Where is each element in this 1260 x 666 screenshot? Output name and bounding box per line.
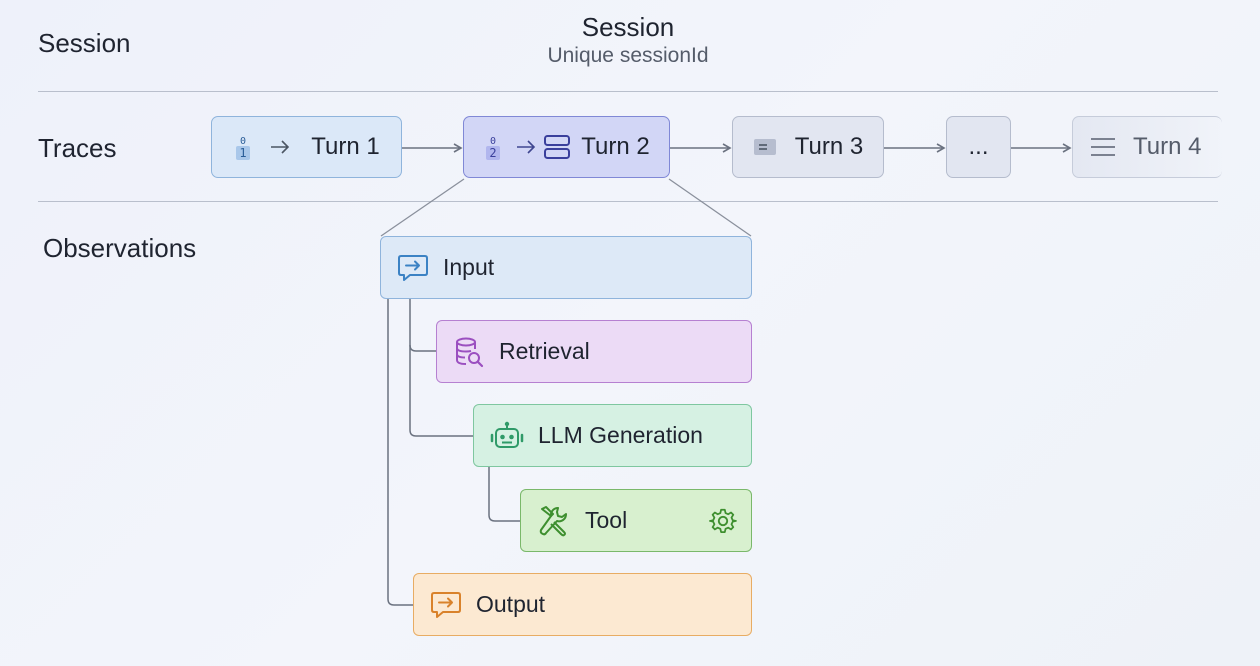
input-label: Input <box>443 254 495 280</box>
arrow-right-icon <box>269 139 291 155</box>
database-search-icon <box>453 336 485 368</box>
divider-top <box>38 91 1218 92</box>
turn-3-label: Turn 3 <box>794 133 864 160</box>
retrieval-label: Retrieval <box>499 338 590 364</box>
turn-2-label: Turn 2 <box>581 133 650 160</box>
trace-turn-4[interactable]: Turn 4 <box>1072 116 1222 178</box>
observation-llm-generation[interactable]: LLM Generation <box>473 404 752 467</box>
output-label: Output <box>476 591 546 617</box>
tree-input-retrieval <box>409 298 436 352</box>
divider-bottom <box>38 201 1218 202</box>
zoom-lines <box>380 178 752 237</box>
observation-output[interactable]: Output <box>413 573 752 636</box>
observation-retrieval[interactable]: Retrieval <box>436 320 752 383</box>
trace-turn-ellipsis[interactable]: ... <box>946 116 1011 178</box>
session-subtitle: Unique sessionId <box>547 44 709 67</box>
observations-row-label: Observations <box>43 233 197 263</box>
observation-input[interactable]: Input <box>380 236 752 299</box>
chat-arrow-icon <box>397 253 429 283</box>
numbered-list-icon: 0 2 <box>483 132 509 162</box>
trace-turn-1[interactable]: 0 1 Turn 1 <box>211 116 402 178</box>
gear-icon <box>709 507 737 535</box>
llm-generation-label: LLM Generation <box>538 422 703 448</box>
robot-icon <box>490 420 524 452</box>
menu-lines-icon <box>1089 136 1117 158</box>
session-title: Session <box>581 12 675 42</box>
ellipsis-label: ... <box>968 133 989 160</box>
tree-lines <box>387 298 520 606</box>
tool-label: Tool <box>585 507 628 533</box>
wrench-screwdriver-icon <box>537 504 571 538</box>
svg-text:0: 0 <box>490 136 496 147</box>
chat-arrow-icon <box>430 590 462 620</box>
tree-llm-tool <box>488 467 520 522</box>
turn-4-label: Turn 4 <box>1133 133 1202 160</box>
svg-text:2: 2 <box>490 146 497 160</box>
observation-tool[interactable]: Tool <box>520 489 752 552</box>
svg-text:1: 1 <box>240 146 247 160</box>
tree-input-llm <box>409 345 473 437</box>
numbered-list-icon: 0 1 <box>233 132 259 162</box>
traces-row-label: Traces <box>38 133 117 163</box>
arrow-right-icon <box>515 139 537 155</box>
stacked-layers-icon <box>543 134 571 160</box>
text-block-icon <box>753 138 777 156</box>
trace-turn-2[interactable]: 0 2 Turn 2 <box>463 116 670 178</box>
session-row-label: Session <box>38 28 131 58</box>
svg-text:0: 0 <box>240 136 246 147</box>
tree-input-output <box>387 298 413 606</box>
trace-turn-3[interactable]: Turn 3 <box>732 116 884 178</box>
turn-1-label: Turn 1 <box>311 133 380 160</box>
